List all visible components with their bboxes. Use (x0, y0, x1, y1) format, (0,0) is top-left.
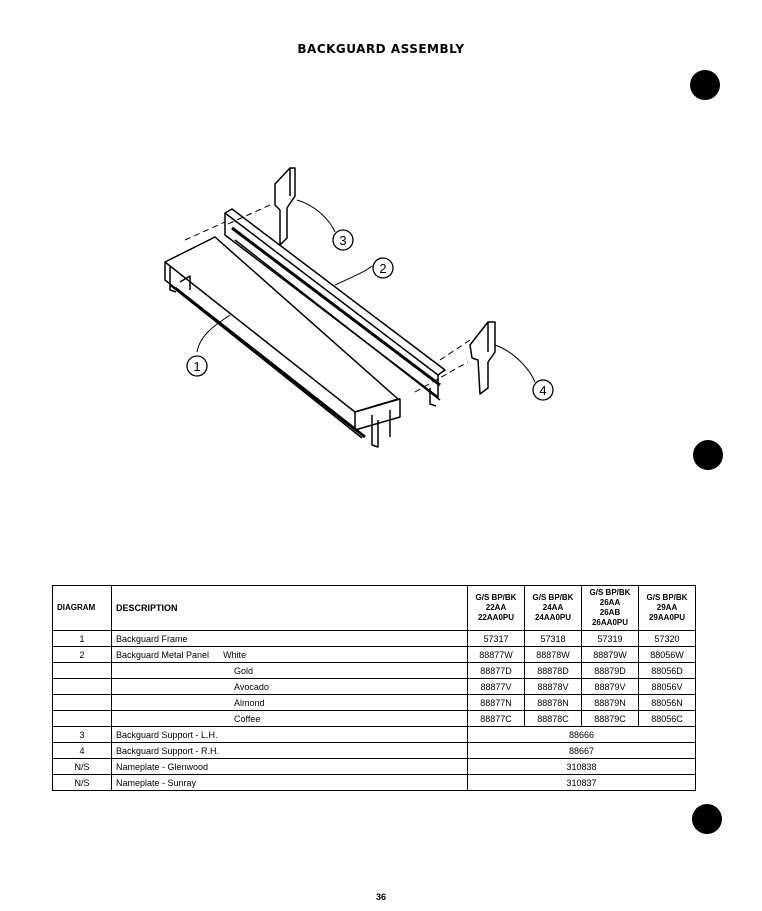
binder-hole (692, 804, 722, 834)
cell-part-number: 88879W (581, 646, 639, 663)
cell-part-number-common: 310837 (467, 774, 696, 791)
cell-part-number: 88878D (524, 662, 582, 679)
header-diagram: DIAGRAM (52, 585, 112, 631)
binder-hole (693, 440, 723, 470)
cell-part-number: 88878N (524, 694, 582, 711)
cell-description: Gold (111, 662, 468, 679)
callout-1 (186, 355, 208, 377)
cell-part-number: 88877N (467, 694, 525, 711)
cell-part-number: 88056V (638, 678, 696, 695)
cell-part-number: 88056N (638, 694, 696, 711)
table-row: Coffee 88877C 88878C 88879C 88056C (52, 710, 696, 727)
cell-part-number: 57318 (524, 630, 582, 647)
table-row: Gold 88877D 88878D 88879D 88056D (52, 662, 696, 679)
cell-description: Nameplate - Glenwood (111, 758, 468, 775)
cell-description: Nameplate - Sunray (111, 774, 468, 791)
table-row: Almond 88877N 88878N 88879N 88056N (52, 694, 696, 711)
color-label: Almond (234, 697, 265, 708)
callout-label: 2 (379, 261, 386, 276)
cell-diagram: N/S (52, 758, 112, 775)
cell-description: Backguard Support - L.H. (111, 726, 468, 743)
cell-part-number: 88879D (581, 662, 639, 679)
callout-2 (372, 257, 394, 279)
table-row: N/S Nameplate - Glenwood 310838 (52, 758, 696, 775)
cell-description: Almond (111, 694, 468, 711)
header-description: DESCRIPTION (111, 585, 468, 631)
color-label: Coffee (234, 713, 261, 724)
cell-part-number: 88879V (581, 678, 639, 695)
cell-diagram (52, 678, 112, 695)
cell-part-number-common: 88667 (467, 742, 696, 759)
callout-label: 4 (539, 383, 546, 398)
cell-description: Coffee (111, 710, 468, 727)
table-row: 3 Backguard Support - L.H. 88666 (52, 726, 696, 743)
table-row: N/S Nameplate - Sunray 310837 (52, 774, 696, 791)
color-label: Avocado (234, 681, 269, 692)
cell-diagram: 2 (52, 646, 112, 663)
callout-label: 1 (193, 359, 200, 374)
metal-panel-drawing (224, 208, 446, 407)
callout-3 (332, 229, 354, 251)
cell-part-number: 88878W (524, 646, 582, 663)
cell-part-number: 88877W (467, 646, 525, 663)
cell-part-number: 57320 (638, 630, 696, 647)
cell-diagram (52, 710, 112, 727)
cell-description: Backguard Support - R.H. (111, 742, 468, 759)
table-row: 1 Backguard Frame 57317 57318 57319 5732… (52, 630, 696, 647)
cell-part-number-common: 310838 (467, 758, 696, 775)
cell-part-number: 88877V (467, 678, 525, 695)
color-label: Gold (234, 665, 254, 676)
exploded-diagram: 1 2 3 4 (164, 167, 554, 448)
cell-description: Avocado (111, 678, 468, 695)
callout-4 (532, 379, 554, 401)
cell-description: Backguard Frame (111, 630, 468, 647)
binder-hole (690, 70, 720, 100)
page-number: 36 (375, 892, 386, 902)
cell-part-number: 88879N (581, 694, 639, 711)
color-label: White (223, 649, 247, 660)
callout-label: 3 (339, 233, 346, 248)
cell-part-number: 88877D (467, 662, 525, 679)
cell-part-number: 88878C (524, 710, 582, 727)
cell-part-number: 88056W (638, 646, 696, 663)
cell-part-number: 88056D (638, 662, 696, 679)
cell-part-number: 88056C (638, 710, 696, 727)
cell-diagram: N/S (52, 774, 112, 791)
cell-diagram (52, 662, 112, 679)
backguard-frame-drawing (164, 236, 401, 448)
cell-part-number: 88878V (524, 678, 582, 695)
cell-part-number: 88879C (581, 710, 639, 727)
cell-diagram: 3 (52, 726, 112, 743)
cell-part-number: 57317 (467, 630, 525, 647)
table-row: Avocado 88877V 88878V 88879V 88056V (52, 678, 696, 695)
cell-part-number-common: 88666 (467, 726, 696, 743)
page-title: BACKGUARD ASSEMBLY (297, 42, 465, 56)
cell-part-number: 57319 (581, 630, 639, 647)
cell-diagram: 1 (52, 630, 112, 647)
cell-diagram: 4 (52, 742, 112, 759)
cell-part-number: 88877C (467, 710, 525, 727)
cell-diagram (52, 694, 112, 711)
support-lh-drawing (274, 167, 296, 246)
support-rh-drawing (469, 321, 496, 395)
table-row: 4 Backguard Support - R.H. 88667 (52, 742, 696, 759)
